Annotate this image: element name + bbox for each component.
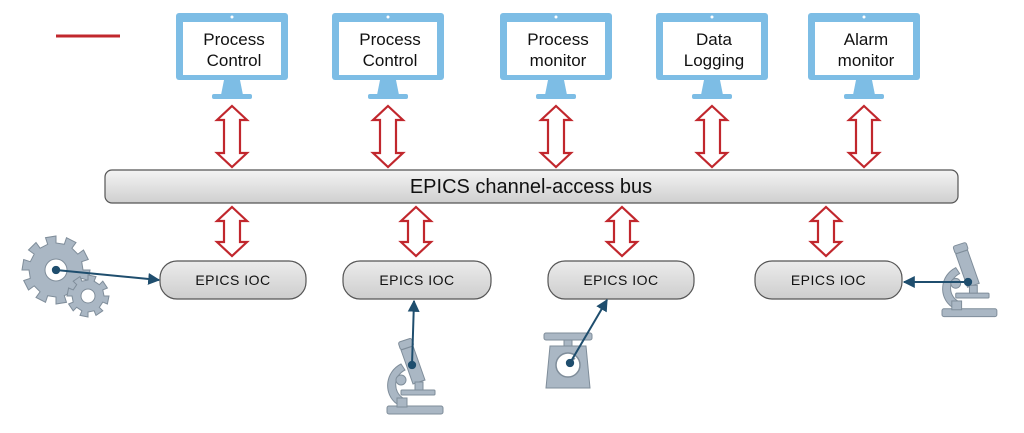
bidirectional-arrow — [808, 205, 844, 258]
monitor-stand — [221, 80, 243, 95]
channel-access-bus: EPICS channel-access bus — [104, 169, 959, 204]
monitor-label-line: Process — [203, 30, 264, 49]
monitor-screen — [663, 22, 761, 75]
monitor-screen — [183, 22, 281, 75]
bidirectional-arrow — [694, 104, 730, 169]
monitor-base — [536, 94, 576, 99]
monitor-camera — [554, 15, 558, 19]
epics-ioc-box: EPICS IOC — [754, 260, 903, 300]
monitor-label-line: Process — [359, 30, 420, 49]
monitor-base — [692, 94, 732, 99]
bidirectional-arrow — [370, 104, 406, 169]
monitor-screen — [339, 22, 437, 75]
monitor-screen — [815, 22, 913, 75]
monitor-stand — [545, 80, 567, 95]
monitor-label-line: Alarm — [844, 30, 888, 49]
bidirectional-arrow — [846, 104, 882, 169]
monitor-screen — [507, 22, 605, 75]
monitor-base — [368, 94, 408, 99]
monitor-stand — [701, 80, 723, 95]
gears-icon — [21, 235, 110, 318]
monitor-label-line: Process — [527, 30, 588, 49]
epics-ioc-box: EPICS IOC — [342, 260, 492, 300]
epics-ioc-box: EPICS IOC — [547, 260, 695, 300]
monitor-camera — [862, 15, 866, 19]
epics-ioc-box: EPICS IOC — [159, 260, 307, 300]
workstation-monitor: Process monitor — [500, 13, 612, 99]
monitor-base — [212, 94, 252, 99]
microscope-icon — [386, 338, 444, 415]
ioc-label: EPICS IOC — [195, 272, 270, 288]
device-connector — [51, 265, 161, 285]
workstation-monitor: Alarm monitor — [808, 13, 920, 99]
ioc-label: EPICS IOC — [583, 272, 658, 288]
monitor-label-line: Logging — [684, 51, 745, 70]
monitor-camera — [386, 15, 390, 19]
monitor-label-line: Control — [363, 51, 418, 70]
ioc-label: EPICS IOC — [791, 272, 866, 288]
bidirectional-arrow — [604, 205, 640, 258]
monitor-label-line: monitor — [838, 51, 895, 70]
bidirectional-arrow — [538, 104, 574, 169]
monitor-label-line: monitor — [530, 51, 587, 70]
monitor-stand — [853, 80, 875, 95]
monitor-label-line: Control — [207, 51, 262, 70]
ioc-label: EPICS IOC — [379, 272, 454, 288]
monitor-camera — [710, 15, 714, 19]
monitor-base — [844, 94, 884, 99]
bus-label: EPICS channel-access bus — [410, 176, 652, 198]
bidirectional-arrow — [398, 205, 434, 258]
microscope-icon — [941, 242, 998, 318]
device-connector — [407, 299, 420, 370]
monitor-camera — [230, 15, 234, 19]
monitor-label-line: Data — [696, 30, 732, 49]
bidirectional-arrow — [214, 104, 250, 169]
scale-icon — [543, 332, 593, 389]
monitor-stand — [377, 80, 399, 95]
device-connector — [565, 298, 608, 368]
bidirectional-arrow — [214, 205, 250, 258]
